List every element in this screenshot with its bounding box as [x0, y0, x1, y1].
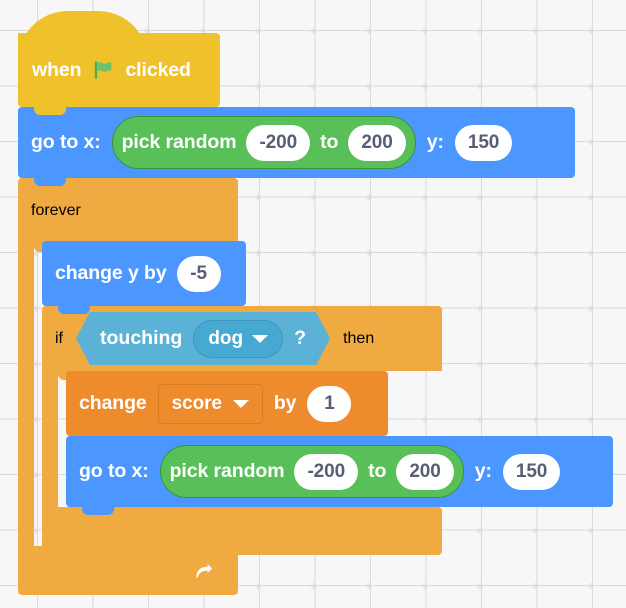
touching-target-dropdown[interactable]: dog [193, 320, 283, 358]
touching-question-mark: ? [294, 327, 307, 349]
pick-random-from-input-top[interactable]: -200 [246, 124, 311, 161]
change-y-by-input[interactable]: -5 [176, 255, 221, 292]
reporter-pick-random-top[interactable]: pick random -200 to 200 [111, 116, 416, 169]
chevron-down-icon [232, 399, 249, 408]
hat-bottom-bump [34, 106, 66, 115]
block-go-to-xy-inner[interactable]: go to x: pick random -200 to 200 y: 150 [66, 436, 613, 515]
touching-target-value: dog [208, 327, 244, 349]
if-left-arm [42, 371, 58, 507]
if-footer-bump [58, 555, 90, 564]
block-go-to-xy-top[interactable]: go to x: pick random -200 to 200 y: 150 [18, 107, 575, 186]
pick-random-label-inner: pick random [169, 460, 285, 482]
hat-dome [18, 11, 148, 61]
goto-inner-bottom-bump [82, 506, 114, 515]
loop-arrow-icon [190, 558, 216, 584]
pick-random-label: pick random [121, 131, 237, 153]
change-y-bottom-bump [58, 305, 90, 314]
change-variable-amount-input[interactable]: 1 [307, 385, 352, 422]
block-change-variable-by[interactable]: change score by 1 [66, 371, 388, 444]
if-label: if [55, 329, 63, 347]
go-to-y-input-top[interactable]: 150 [454, 124, 513, 161]
block-change-y-by[interactable]: change y by -5 [42, 241, 246, 314]
reporter-pick-random-inner[interactable]: pick random -200 to 200 [159, 445, 464, 498]
pick-random-from-input-inner[interactable]: -200 [294, 453, 359, 490]
pick-random-to-label-inner: to [368, 460, 387, 482]
forever-left-arm [18, 243, 34, 546]
green-flag-icon [92, 59, 114, 81]
variable-name-value: score [171, 392, 222, 414]
change-label: change [79, 392, 147, 414]
go-to-x-label: go to x: [31, 131, 101, 153]
go-to-x-label-inner: go to x: [79, 460, 149, 482]
then-label: then [343, 329, 375, 347]
change-y-by-label: change y by [55, 262, 167, 284]
clicked-label: clicked [125, 58, 191, 81]
pick-random-to-input-inner[interactable]: 200 [396, 453, 454, 490]
pick-random-to-label: to [320, 131, 339, 153]
forever-header[interactable]: forever [18, 178, 238, 252]
forever-label: forever [31, 201, 81, 219]
when-label: when [32, 58, 82, 81]
pick-random-to-input-top[interactable]: 200 [348, 124, 406, 161]
touching-label: touching [100, 327, 183, 349]
variable-dropdown[interactable]: score [157, 383, 263, 424]
go-to-y-label-inner: y: [474, 460, 492, 482]
boolean-touching[interactable]: touching dog ? [76, 312, 330, 365]
go-to-y-label: y: [426, 131, 444, 153]
if-header[interactable]: if touching dog ? then [42, 306, 442, 380]
goto-top-bottom-bump [34, 177, 66, 186]
chevron-down-icon [252, 335, 268, 343]
block-when-flag-clicked[interactable]: when clicked [18, 11, 220, 115]
go-to-y-input-inner[interactable]: 150 [502, 453, 561, 490]
by-label: by [273, 392, 297, 414]
